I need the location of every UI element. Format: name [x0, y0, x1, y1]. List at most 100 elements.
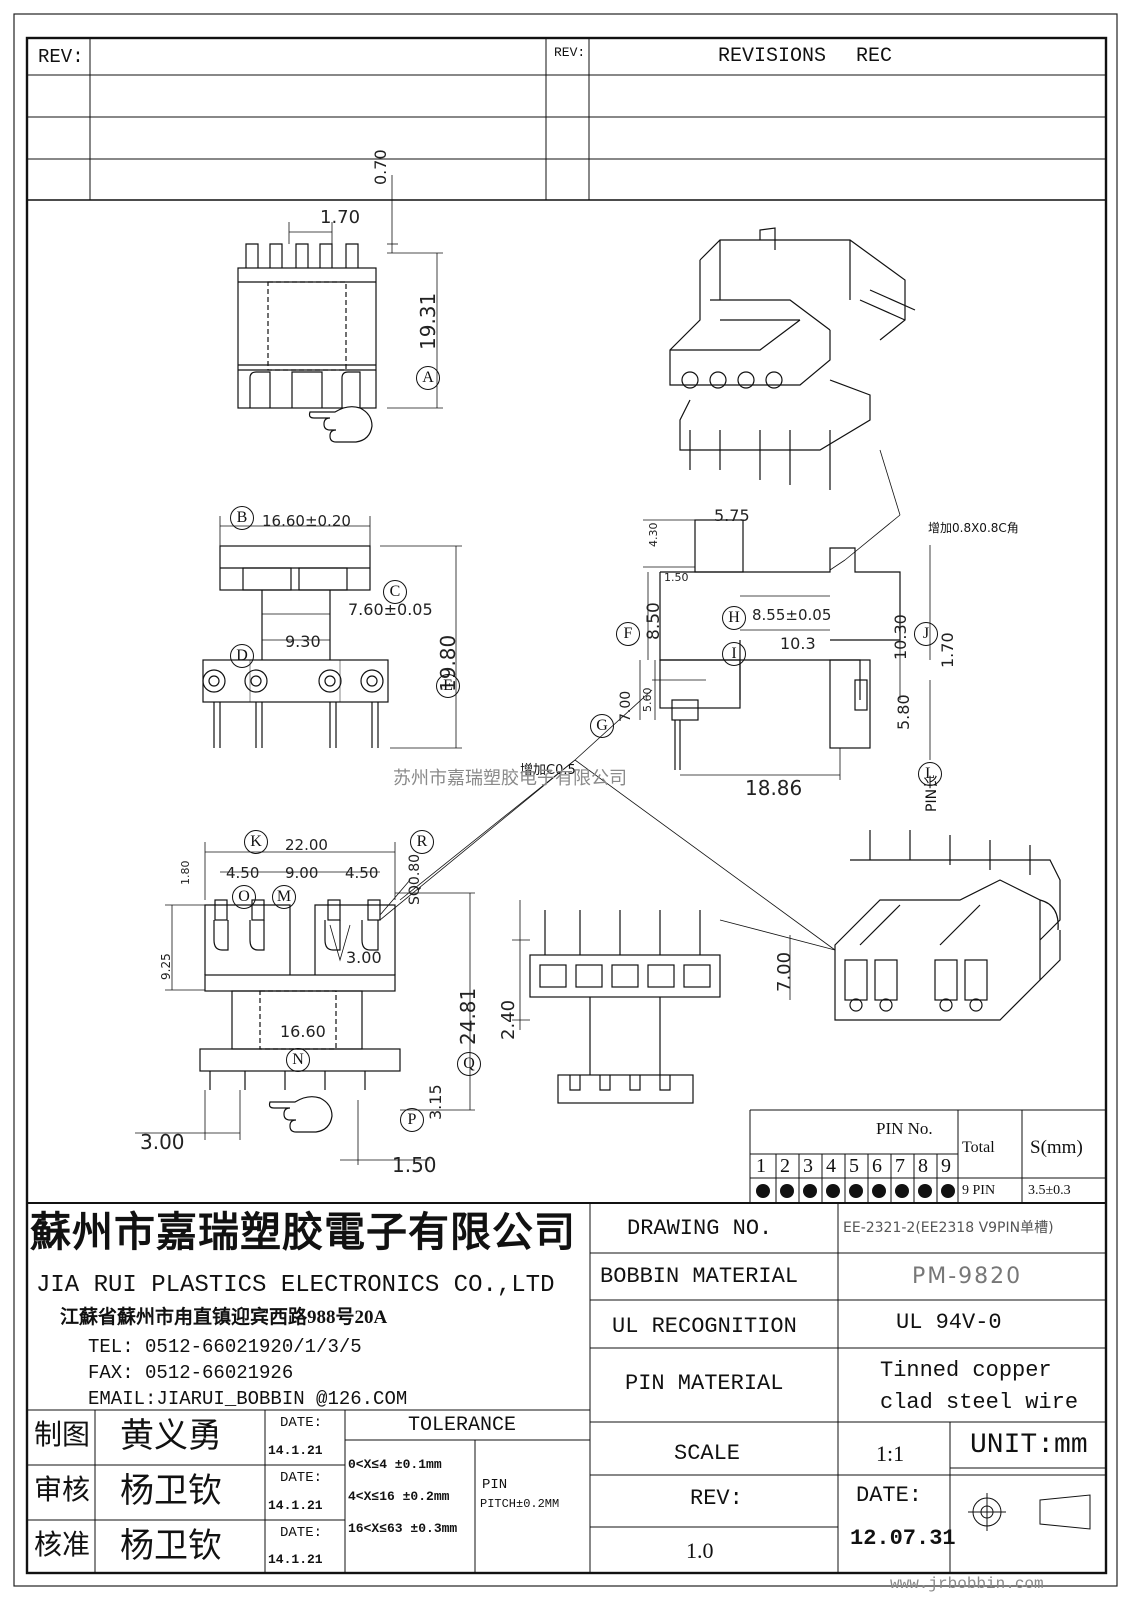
- rev-value: 1.0: [686, 1538, 714, 1563]
- approval-role-checked: 审核: [34, 1475, 91, 1506]
- dim-3-00-inner: 3.00: [346, 948, 382, 967]
- dim-19-31: 19.31: [416, 292, 440, 350]
- callout-F: F: [616, 622, 640, 646]
- view-top-left: [237, 175, 443, 409]
- unit-label: UNIT:mm: [970, 1430, 1088, 1461]
- tolerance-row-2: 4<X≤16 ±0.2mm: [348, 1489, 450, 1504]
- dim-7-00-right: 7.00: [774, 951, 795, 992]
- dim-1-70-top: 1.70: [320, 207, 361, 228]
- company-address: 江蘇省蘇州市甪直镇迎宾西路988号20A: [60, 1307, 388, 1328]
- approval-role-approved: 核准: [34, 1530, 91, 1561]
- approval-date-label-approved: DATE:: [280, 1525, 323, 1541]
- pin-length-note: PIN长: [924, 774, 940, 812]
- dim-4-50-b: 4.50: [345, 864, 379, 882]
- callout-I: I: [722, 642, 746, 666]
- approval-date-drawn: 14.1.21: [268, 1443, 323, 1458]
- pin-number-7: 7: [895, 1155, 905, 1177]
- date-value: 12.07.31: [850, 1526, 956, 1551]
- pin-number-9: 9: [941, 1155, 951, 1177]
- pin-table-header: PIN No.: [876, 1119, 933, 1138]
- tolerance-pin-label: PIN: [482, 1477, 508, 1493]
- callout-L: L: [918, 762, 942, 786]
- dim-16-60-020: 16.60±0.20: [262, 512, 351, 530]
- dim-7-00-left: 7.00: [618, 690, 634, 722]
- pin-material-line2: clad steel wire: [880, 1390, 1079, 1415]
- dim-7-60-005: 7.60±0.05: [348, 600, 433, 619]
- bobbin-material-label: BOBBIN MATERIAL: [600, 1264, 799, 1289]
- dim-2-40: 2.40: [498, 999, 519, 1040]
- pin-table: [749, 1109, 1106, 1203]
- approval-date-label-drawn: DATE:: [280, 1415, 323, 1431]
- approval-role-drawn: 制图: [34, 1420, 91, 1451]
- callout-G: G: [590, 714, 614, 738]
- dim-9-00: 9.00: [285, 864, 319, 882]
- company-fax: FAX: 0512-66021926: [88, 1362, 294, 1384]
- pin-material-line1: Tinned copper: [880, 1358, 1052, 1383]
- callout-B: B: [230, 506, 254, 530]
- dim-sq0-80: SQ0.80: [407, 853, 423, 905]
- date-label: DATE:: [856, 1483, 923, 1508]
- pointing-hand-icon-2: [268, 1096, 333, 1133]
- approval-name-approved: 杨卫钦: [120, 1528, 222, 1565]
- callout-O: O: [232, 885, 256, 909]
- company-tel: TEL: 0512-66021920/1/3/5: [88, 1336, 362, 1358]
- rev-label: REV:: [690, 1486, 743, 1511]
- dim-22-00: 22.00: [285, 836, 328, 854]
- c05-note: 增加C0.5: [520, 763, 576, 778]
- approval-name-checked: 杨卫钦: [120, 1473, 222, 1510]
- ul-recognition-value: UL 94V-0: [896, 1310, 1002, 1335]
- view-isometric-top: [669, 227, 916, 490]
- leader-lines: [379, 449, 901, 951]
- ul-recognition-label: UL RECOGNITION: [612, 1314, 797, 1339]
- dim-1-80: 1.80: [179, 860, 192, 886]
- view-bottom-center: [512, 900, 791, 1104]
- scale-value: 1:1: [876, 1441, 905, 1466]
- company-name-cn: 蘇州市嘉瑞塑胶電子有限公司: [30, 1209, 576, 1255]
- dim-10-30: 10.30: [891, 614, 910, 660]
- dim-4-50-a: 4.50: [226, 864, 260, 882]
- title-block-grid: [27, 1202, 1106, 1573]
- callout-N: N: [286, 1048, 310, 1072]
- rev-label-left: REV:: [38, 46, 84, 68]
- callout-M: M: [272, 885, 296, 909]
- dim-5-60: 5.60: [641, 687, 654, 713]
- rev-label-right: REV:: [554, 45, 586, 60]
- approval-date-approved: 14.1.21: [268, 1552, 323, 1567]
- dim-8-50: 8.50: [644, 602, 664, 640]
- outer-frame: [13, 13, 1118, 1587]
- callout-E: E: [436, 674, 460, 698]
- pointing-hand-icon: [308, 406, 373, 443]
- watermark-company: 苏州市嘉瑞塑胶电子有限公司: [393, 768, 627, 789]
- callout-C: C: [383, 580, 407, 604]
- dim-5-80: 5.80: [894, 694, 913, 730]
- revisions-header: REVISIONS: [718, 45, 827, 68]
- dim-1-50-bottom: 1.50: [392, 1153, 437, 1177]
- dim-16-60: 16.60: [280, 1022, 326, 1041]
- pin-dot-5: [849, 1184, 863, 1198]
- pin-table-s-header: S(mm): [1030, 1137, 1083, 1158]
- pin-s-value: 3.5±0.3: [1028, 1183, 1071, 1198]
- approval-name-drawn: 黄义勇: [120, 1418, 222, 1455]
- dim-5-75: 5.75: [714, 506, 750, 525]
- dim-24-81: 24.81: [456, 987, 480, 1045]
- tolerance-header: TOLERANCE: [408, 1414, 517, 1437]
- tolerance-row-3: 16<X≤63 ±0.3mm: [348, 1521, 458, 1536]
- drawing-no-label: DRAWING NO.: [627, 1216, 773, 1241]
- pin-number-8: 8: [918, 1155, 928, 1177]
- pin-dot-8: [918, 1184, 932, 1198]
- callout-R: R: [410, 830, 434, 854]
- pin-number-2: 2: [780, 1155, 790, 1177]
- pin-dot-3: [803, 1184, 817, 1198]
- approval-date-checked: 14.1.21: [268, 1498, 323, 1513]
- dim-18-86: 18.86: [745, 776, 803, 800]
- revision-block: [27, 38, 1106, 201]
- drawing-no-value: EE-2321-2(EE2318 V9PIN单槽): [843, 1220, 1054, 1236]
- pin-number-5: 5: [849, 1155, 859, 1177]
- dim-9-25: 9.25: [159, 953, 173, 980]
- scale-label: SCALE: [674, 1441, 741, 1466]
- callout-D: D: [230, 644, 254, 668]
- website: www.jrbobbin.com: [890, 1575, 1044, 1593]
- pin-dots: [756, 1184, 955, 1198]
- tolerance-row-1: 0<X≤4 ±0.1mm: [348, 1457, 442, 1472]
